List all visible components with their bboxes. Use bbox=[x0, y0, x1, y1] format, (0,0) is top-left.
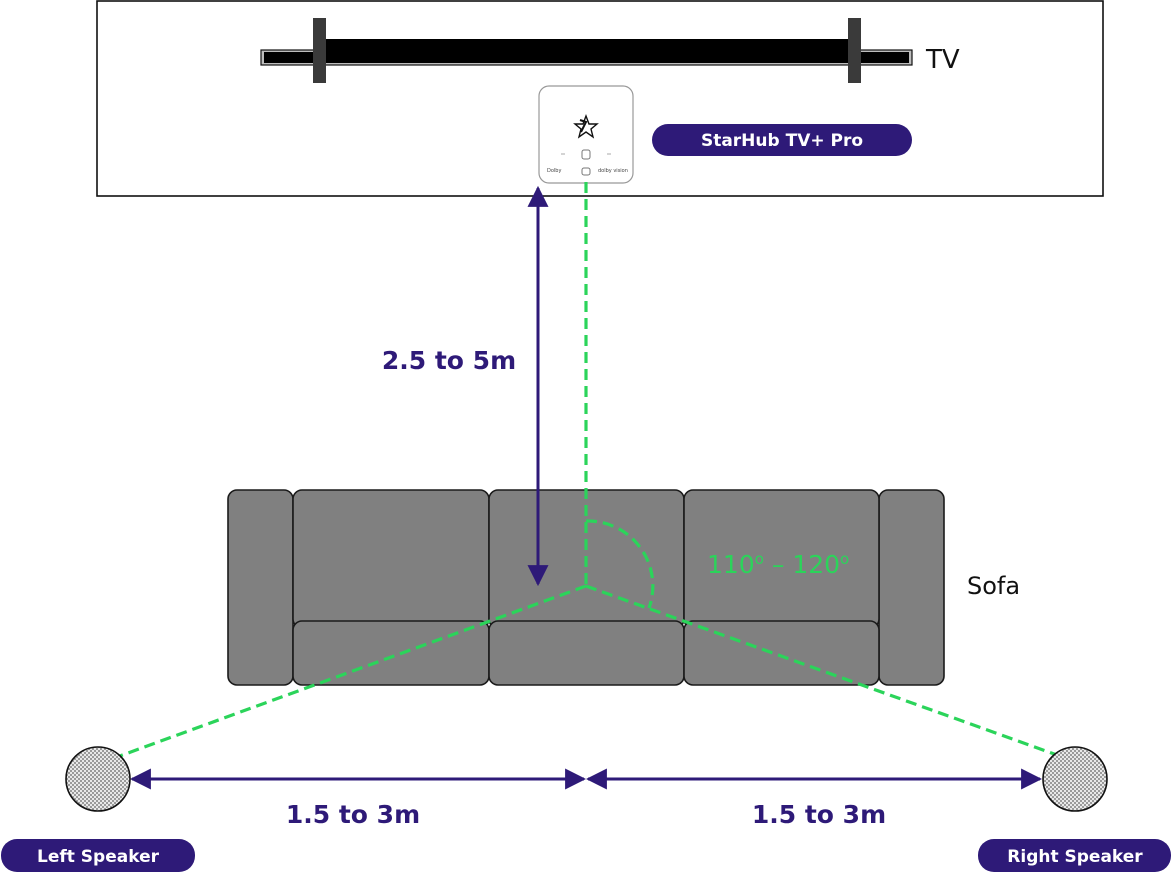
angle-label: 110o – 120o bbox=[707, 550, 849, 579]
starhub-device: Dolby dolby vision bbox=[538, 85, 634, 184]
sofa-label: Sofa bbox=[967, 572, 1020, 600]
sofa-seat-cushion-1 bbox=[292, 620, 490, 686]
sofa-seat-cushion-3 bbox=[683, 620, 880, 686]
angle-arc bbox=[585, 519, 655, 609]
left-speaker-icon bbox=[65, 746, 131, 812]
device-label: StarHub TV+ Pro bbox=[701, 131, 863, 151]
device-badge-dolby: Dolby bbox=[547, 168, 561, 174]
device-label-pill bbox=[652, 124, 912, 156]
right-speaker-label: Right Speaker bbox=[1007, 847, 1143, 867]
device-badge-vision: dolby vision bbox=[598, 168, 628, 174]
angle-degree-1: o bbox=[755, 550, 764, 568]
starhub-logo-icon bbox=[573, 114, 599, 139]
sofa-back-cushion-1 bbox=[292, 489, 490, 629]
left-speaker-label: Left Speaker bbox=[37, 847, 160, 867]
left-speaker-pill bbox=[1, 839, 195, 872]
sofa-seat-cushion-2 bbox=[488, 620, 685, 686]
tv-to-sofa-distance: 2.5 to 5m bbox=[382, 346, 516, 375]
tv-bracket-right bbox=[848, 18, 861, 83]
right-speaker-icon bbox=[1042, 746, 1108, 812]
angle-from: 110 bbox=[707, 550, 755, 579]
angle-separator: – bbox=[764, 550, 792, 579]
sofa-arm-left bbox=[227, 489, 294, 686]
right-speaker-pill bbox=[978, 839, 1171, 872]
listening-guides bbox=[116, 182, 1058, 759]
device-port-icon bbox=[581, 167, 591, 176]
device-button-icon bbox=[581, 149, 591, 160]
angle-degree-2: o bbox=[840, 550, 849, 568]
tv bbox=[260, 18, 913, 83]
sofa-arm-right bbox=[878, 489, 945, 686]
angle-to: 120 bbox=[792, 550, 840, 579]
guide-right bbox=[585, 584, 1058, 757]
right-span-distance: 1.5 to 3m bbox=[752, 800, 886, 829]
tv-panel bbox=[326, 39, 848, 52]
guide-left bbox=[116, 584, 587, 759]
tv-label: TV bbox=[925, 45, 960, 75]
left-span-distance: 1.5 to 3m bbox=[286, 800, 420, 829]
tv-bracket-left bbox=[313, 18, 326, 83]
sofa bbox=[227, 489, 945, 686]
tv-screen bbox=[264, 52, 909, 63]
